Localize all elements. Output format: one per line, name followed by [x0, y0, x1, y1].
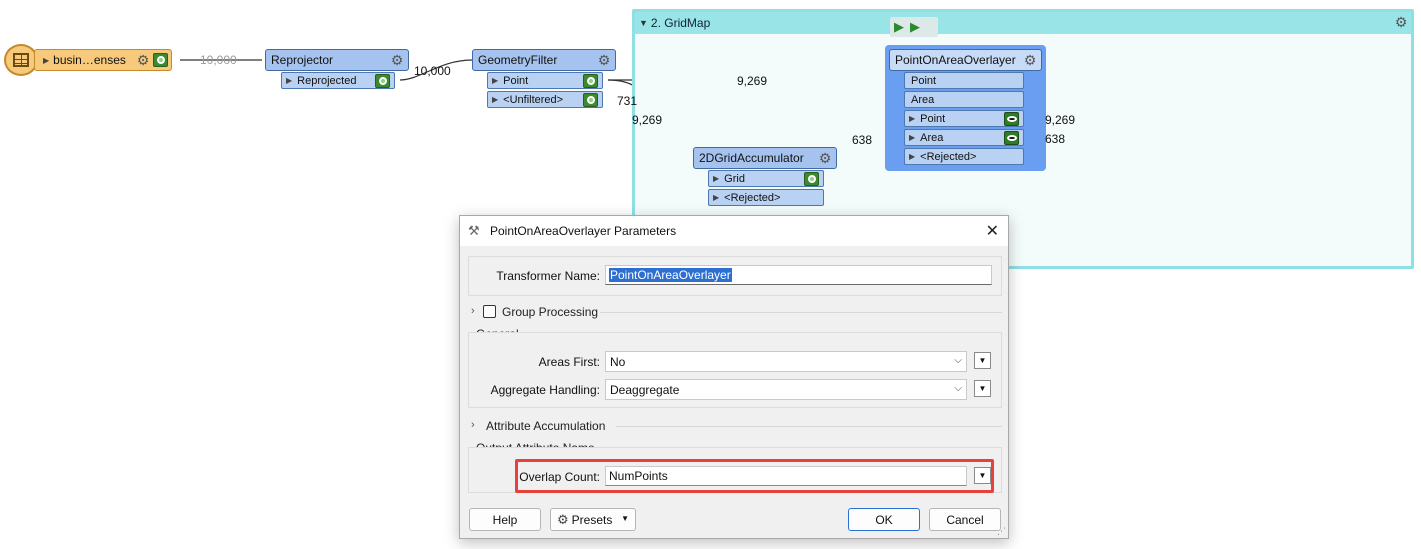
- inspect-icon[interactable]: [583, 93, 598, 107]
- input-port-area[interactable]: Area: [904, 91, 1024, 108]
- feature-count: 9,269: [1045, 113, 1076, 127]
- transformer-name-input[interactable]: PointOnAreaOverlayer: [605, 265, 992, 285]
- gear-icon[interactable]: ⚙: [390, 52, 404, 68]
- attribute-accumulation-label: Attribute Accumulation: [486, 419, 606, 433]
- port-label: Point: [911, 74, 937, 87]
- output-port-reprojected[interactable]: ▶ Reprojected: [281, 72, 395, 89]
- gear-icon[interactable]: ⚙: [136, 52, 150, 68]
- aggregate-handling-select[interactable]: Deaggregate ⌵: [605, 379, 967, 400]
- transformer-reprojector[interactable]: Reprojector ⚙: [265, 49, 409, 71]
- close-icon[interactable]: ✕: [985, 223, 999, 240]
- ok-button[interactable]: OK: [848, 508, 920, 531]
- reader-feature-type[interactable]: ▶ busin…enses ⚙: [4, 44, 172, 76]
- bookmark-header[interactable]: ▼ 2. GridMap ⚙: [635, 12, 1411, 34]
- gear-icon[interactable]: ⚙: [818, 150, 832, 166]
- resize-grip-icon[interactable]: ⋰: [997, 526, 1006, 536]
- run-buttons: ▶ ▶: [890, 17, 938, 37]
- chevron-down-icon: ⌵: [954, 383, 962, 394]
- table-icon: [4, 44, 38, 76]
- expand-chevron-icon[interactable]: ›: [471, 305, 475, 317]
- dropdown-arrow-icon: ▼: [621, 514, 629, 523]
- dialog-title: PointOnAreaOverlayer Parameters: [490, 224, 677, 238]
- feature-count: 731: [617, 94, 638, 108]
- aggregate-handling-value: Deaggregate: [610, 382, 680, 397]
- expand-chevron-icon[interactable]: ›: [471, 419, 475, 431]
- port-label: Grid: [724, 172, 745, 185]
- gear-icon: ⚙: [557, 511, 569, 527]
- output-port-point[interactable]: ▶ Point: [904, 110, 1024, 127]
- feature-count: 9,269: [737, 74, 768, 88]
- parameter-menu-button[interactable]: ▼: [974, 380, 991, 397]
- collapse-triangle-icon[interactable]: ▼: [639, 18, 648, 28]
- port-label: <Unfiltered>: [503, 93, 564, 106]
- help-button[interactable]: Help: [469, 508, 541, 531]
- aggregate-handling-label: Aggregate Handling:: [490, 383, 600, 397]
- gear-icon[interactable]: ⚙: [1394, 14, 1408, 30]
- chevron-down-icon: ⌵: [954, 355, 962, 366]
- dialog-titlebar[interactable]: ⚒ PointOnAreaOverlayer Parameters ✕: [460, 216, 1008, 246]
- group-processing-label: Group Processing: [502, 305, 599, 319]
- output-port-area[interactable]: ▶ Area: [904, 129, 1024, 146]
- gear-icon[interactable]: ⚙: [597, 52, 611, 68]
- eye-icon[interactable]: [1004, 131, 1019, 145]
- transformer-title: 2DGridAccumulator: [699, 151, 804, 165]
- eye-icon[interactable]: [1004, 112, 1019, 126]
- output-port-unfiltered[interactable]: ▶ <Unfiltered>: [487, 91, 603, 108]
- presets-label: Presets: [571, 512, 613, 527]
- transformer-2dgridaccumulator[interactable]: 2DGridAccumulator ⚙: [693, 147, 837, 169]
- port-label: Area: [911, 93, 935, 106]
- feature-count: 10,000: [200, 53, 237, 67]
- transformer-title: GeometryFilter: [478, 53, 558, 67]
- input-port-point[interactable]: Point: [904, 72, 1024, 89]
- output-port-rejected[interactable]: ▶ <Rejected>: [904, 148, 1024, 165]
- expand-triangle-icon[interactable]: ▶: [43, 55, 50, 65]
- transformer-title: PointOnAreaOverlayer: [895, 53, 1016, 67]
- output-port-point[interactable]: ▶ Point: [487, 72, 603, 89]
- divider: [600, 312, 1002, 313]
- group-processing-checkbox[interactable]: [483, 305, 496, 318]
- output-port-rejected[interactable]: ▶ <Rejected>: [708, 189, 824, 206]
- parameter-menu-button[interactable]: ▼: [974, 467, 991, 484]
- overlap-count-input[interactable]: NumPoints: [605, 466, 967, 486]
- port-label: Reprojected: [297, 74, 357, 87]
- port-label: Area: [920, 131, 944, 144]
- port-label: Point: [920, 112, 946, 125]
- gear-icon[interactable]: ⚙: [1023, 52, 1037, 68]
- transformer-geometryfilter[interactable]: GeometryFilter ⚙: [472, 49, 616, 71]
- transformer-icon: ⚒: [468, 223, 480, 238]
- inspect-icon[interactable]: [804, 172, 819, 186]
- transformer-title: Reprojector: [271, 53, 334, 67]
- output-port-grid[interactable]: ▶ Grid: [708, 170, 824, 187]
- cancel-button[interactable]: Cancel: [929, 508, 1001, 531]
- transformer-name-value: PointOnAreaOverlayer: [609, 268, 732, 282]
- run-from-this-icon[interactable]: ▶: [910, 19, 920, 34]
- transformer-title-bar[interactable]: PointOnAreaOverlayer ⚙: [889, 49, 1042, 71]
- inspect-icon[interactable]: [375, 74, 390, 88]
- feature-count: 9,269: [632, 113, 663, 127]
- presets-button[interactable]: ⚙ Presets ▼: [550, 508, 636, 531]
- feature-count: 10,000: [414, 64, 451, 78]
- inspect-icon[interactable]: [583, 74, 598, 88]
- bookmark-title: 2. GridMap: [650, 16, 711, 30]
- highlight-box: [515, 459, 994, 493]
- reader-label: busin…enses: [53, 53, 126, 67]
- feature-count: 638: [852, 133, 873, 147]
- transformer-name-label: Transformer Name:: [496, 269, 600, 283]
- areas-first-value: No: [610, 354, 626, 369]
- parameters-dialog[interactable]: ⚒ PointOnAreaOverlayer Parameters ✕ Tran…: [459, 215, 1009, 539]
- run-to-this-icon[interactable]: ▶: [894, 19, 904, 34]
- port-label: <Rejected>: [724, 191, 781, 204]
- inspect-icon[interactable]: [153, 53, 168, 67]
- areas-first-select[interactable]: No ⌵: [605, 351, 967, 372]
- port-label: <Rejected>: [920, 150, 977, 163]
- areas-first-label: Areas First:: [538, 355, 600, 369]
- divider: [616, 426, 1002, 427]
- overlap-count-value: NumPoints: [609, 469, 668, 483]
- feature-count: 638: [1045, 132, 1066, 146]
- overlap-count-label: Overlap Count:: [519, 470, 600, 484]
- parameter-menu-button[interactable]: ▼: [974, 352, 991, 369]
- reader-body[interactable]: ▶ busin…enses ⚙: [34, 49, 172, 71]
- port-label: Point: [503, 74, 529, 87]
